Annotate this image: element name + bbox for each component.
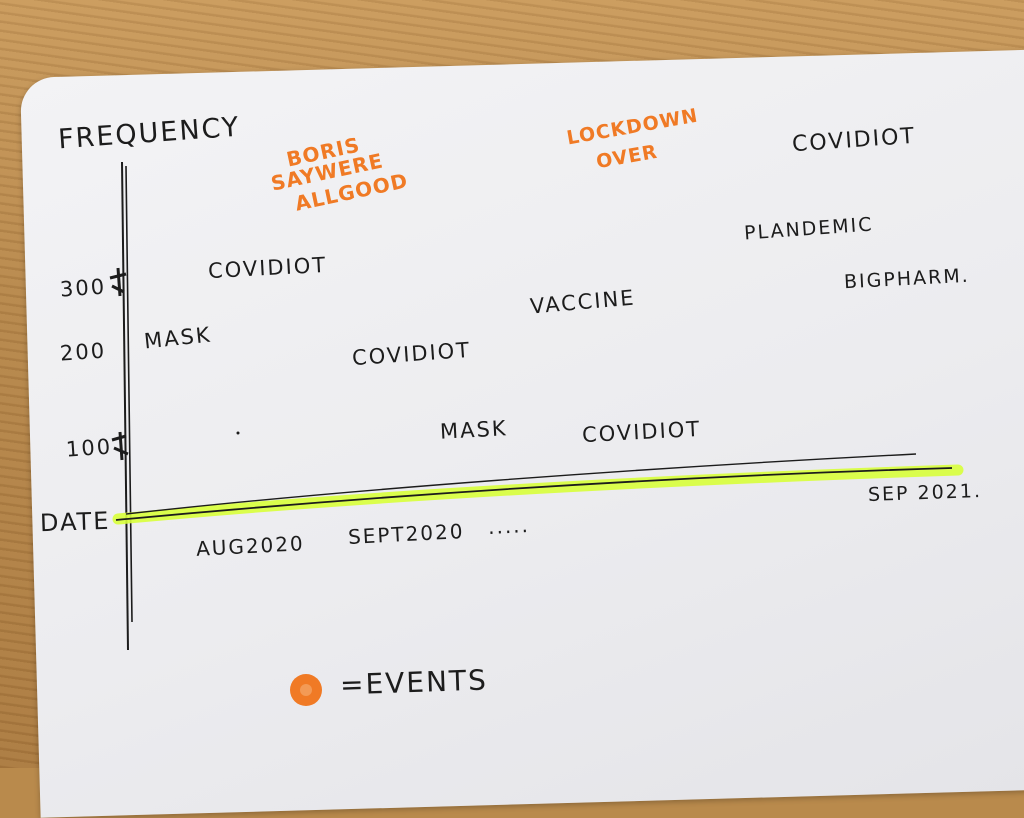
x-axis-line	[115, 467, 953, 521]
y-axis-line-2	[125, 165, 133, 623]
y-tick-100-mark	[111, 431, 129, 461]
legend-marker-core	[300, 684, 312, 696]
stray-ink-dot	[236, 431, 240, 435]
x-axis-title: DATE	[39, 506, 111, 538]
legend-label: =EVENTS	[339, 663, 489, 702]
sketch-lines	[109, 161, 964, 706]
y-tick-300: 300	[59, 274, 107, 302]
term-mask: MASK	[439, 416, 509, 444]
y-tick-200: 200	[59, 338, 107, 366]
x-tick-ellipsis: .....	[487, 512, 531, 540]
x-tick-sep2021: SEP 2021.	[867, 480, 983, 506]
y-tick-300-mark	[109, 267, 127, 297]
y-axis-line	[121, 161, 129, 651]
y-tick-100: 100	[65, 434, 113, 462]
x-axis-line-2	[125, 453, 917, 515]
